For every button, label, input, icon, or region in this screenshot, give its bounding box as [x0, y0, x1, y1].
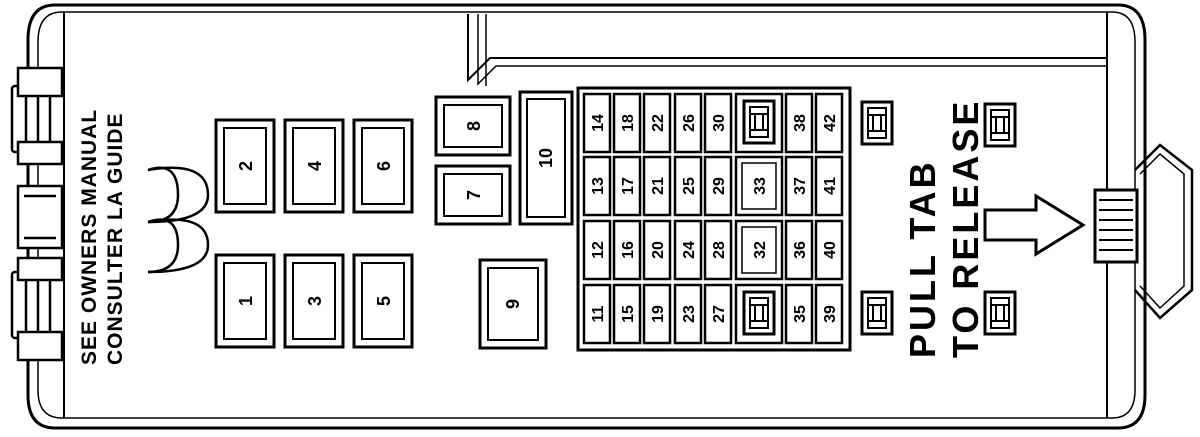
fuse-label: 14	[590, 114, 607, 132]
pull-tab-instruction: PULL TAB TO RELEASE	[902, 99, 986, 358]
relay-label: 2	[236, 161, 256, 171]
relay-label: 8	[464, 121, 484, 131]
fuse-label: 23	[681, 305, 698, 323]
relay-6: 6	[352, 118, 414, 214]
relay-1: 1	[214, 253, 276, 349]
relay-label: 7	[464, 190, 484, 200]
relay-group: 2 4 6 1 3 5 8 7 10 9	[214, 90, 574, 350]
relay-label: 6	[374, 161, 394, 171]
fuse-label: 22	[650, 114, 667, 132]
relay-8: 8	[434, 95, 512, 157]
fuse-label: 33	[752, 177, 769, 195]
release-line-2: TO RELEASE	[945, 99, 986, 358]
fuse-label: 28	[711, 241, 728, 259]
relay-label: 10	[536, 148, 556, 168]
fuse-label: 29	[711, 177, 728, 195]
left-mounting-clips	[10, 66, 64, 362]
relay-7: 7	[434, 164, 512, 226]
fuse-label: 24	[681, 241, 698, 259]
fuse-label: 21	[650, 177, 667, 195]
relay-9: 9	[478, 258, 548, 350]
mini-fuse-panel: 14 18 22 26 30 38 42 13 17 21 25 29 33 3…	[576, 86, 852, 352]
fuse-label: 18	[620, 114, 637, 132]
fuse-label: 25	[681, 177, 698, 195]
relay-label: 1	[236, 296, 256, 306]
owners-manual-icon	[147, 166, 210, 274]
fuse-label: 32	[752, 241, 769, 259]
arrow-right-icon	[983, 193, 1086, 257]
notice-line-2: CONSULTER LA GUIDE	[104, 113, 127, 366]
fuse-label: 30	[711, 114, 728, 132]
fuse-label: 36	[792, 241, 809, 259]
fuse-label: 15	[620, 305, 637, 323]
fuse-label: 26	[681, 114, 698, 132]
relay-label: 3	[305, 296, 325, 306]
relay-label: 5	[374, 296, 394, 306]
fuse-label: 16	[620, 241, 637, 259]
housing	[26, 3, 1194, 430]
fuse-label: 39	[822, 305, 839, 323]
notice-line-1: SEE OWNERS MANUAL	[78, 109, 101, 365]
relay-label: 4	[305, 161, 325, 171]
fuse-label: 38	[792, 114, 809, 132]
relay-10: 10	[518, 90, 574, 226]
fuse-label: 11	[590, 305, 607, 322]
fuse-label: 12	[590, 241, 607, 259]
owners-manual-notice: SEE OWNERS MANUAL CONSULTER LA GUIDE	[78, 109, 127, 365]
fuse-label: 42	[822, 114, 839, 132]
fuse-label: 35	[792, 305, 809, 323]
fuse-label: 20	[650, 241, 667, 259]
fuse-label: 40	[822, 241, 839, 259]
fuse-label: 41	[822, 177, 839, 195]
fuse-label: 13	[590, 177, 607, 195]
release-line-1: PULL TAB	[902, 159, 943, 358]
release-tab-icon[interactable]	[1093, 188, 1139, 264]
relay-4: 4	[283, 118, 345, 214]
fuse-label: 17	[620, 177, 637, 195]
fuse-label: 19	[650, 305, 667, 323]
fuse-label: 37	[792, 177, 809, 195]
relay-3: 3	[283, 253, 345, 349]
relay-5: 5	[352, 253, 414, 349]
relay-label: 9	[503, 299, 523, 309]
fuse-label: 27	[711, 305, 728, 323]
relay-2: 2	[214, 118, 276, 214]
